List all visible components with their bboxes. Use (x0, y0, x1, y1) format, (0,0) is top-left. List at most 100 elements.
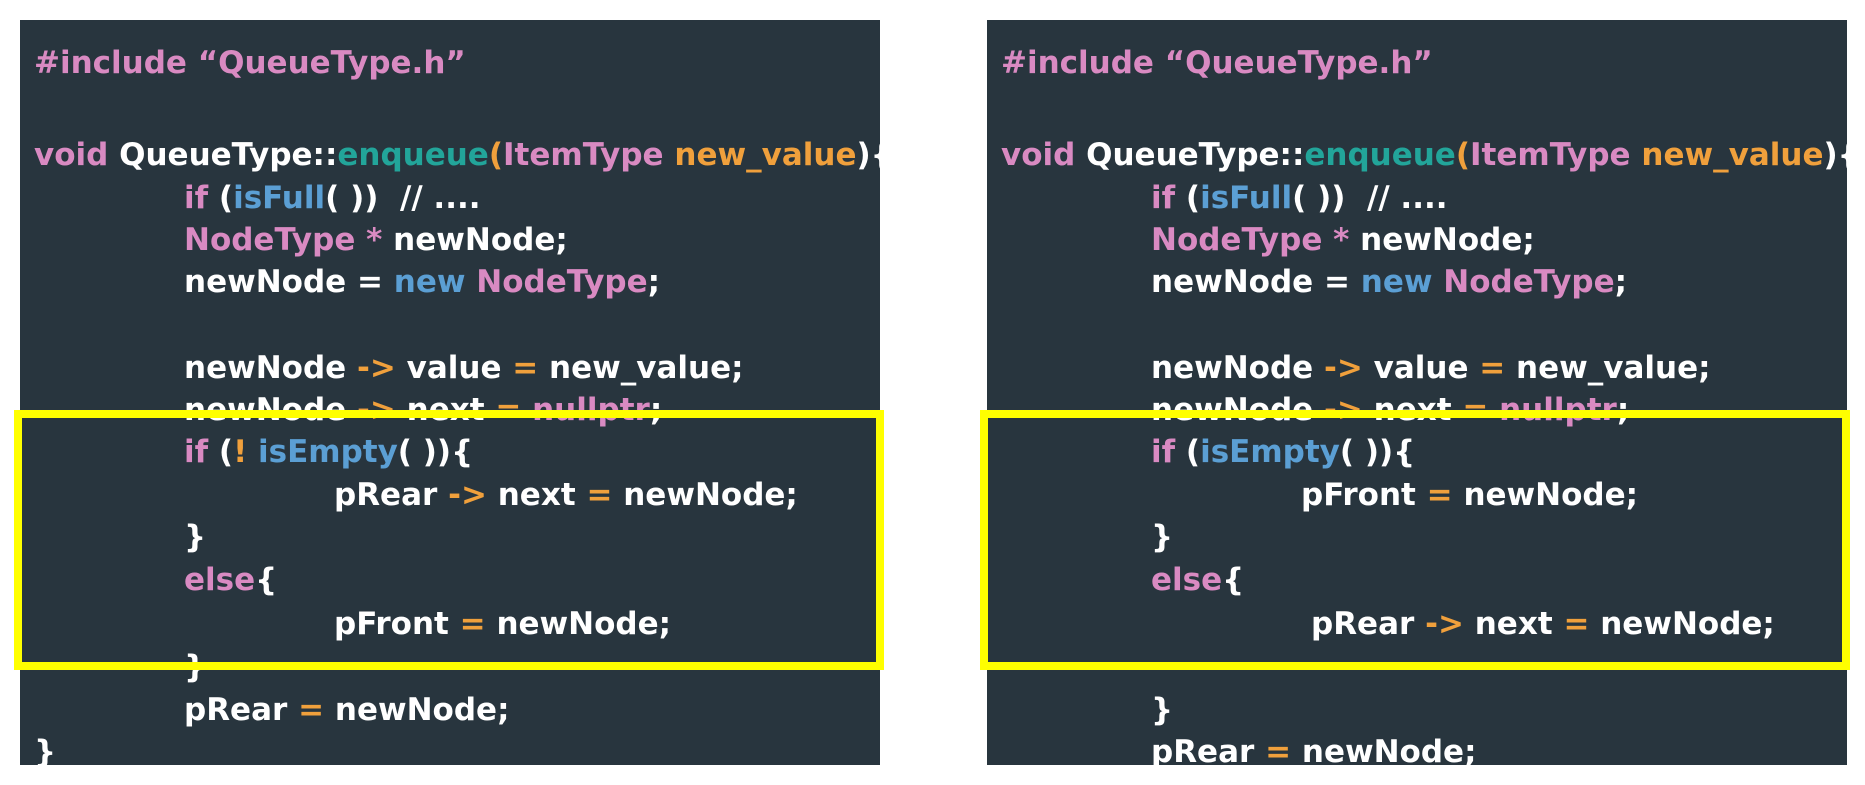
code-token: #include “QueueType.h” (1001, 45, 1433, 81)
code-token: ( )) // .... (1292, 180, 1448, 216)
code-token: newNode; (1360, 222, 1535, 258)
code-token: ( (488, 137, 504, 173)
code-token: QueueType:: (119, 137, 338, 173)
code-token: else (1151, 562, 1223, 598)
code-token: new_value (1641, 137, 1824, 173)
code-line: void QueueType::enqueue(ItemType new_val… (34, 135, 880, 175)
code-token: pFront (334, 606, 460, 642)
code-token: enqueue (1304, 137, 1456, 173)
code-token: nullptr (1499, 392, 1617, 428)
code-line: pRear = newNode; (1151, 732, 1476, 765)
code-token: } (34, 734, 57, 765)
code-line: else{ (184, 560, 277, 600)
code-token: ( (1185, 434, 1201, 470)
code-token: newNode = (1151, 264, 1361, 300)
code-token: = (1479, 350, 1517, 386)
code-token: pFront (1301, 477, 1427, 513)
code-line: #include “QueueType.h” (1001, 43, 1433, 83)
code-token: void (34, 137, 120, 173)
code-token: ; (1616, 392, 1630, 428)
code-token: next (1373, 392, 1463, 428)
code-token: value (406, 350, 513, 386)
code-token: = (459, 606, 497, 642)
code-token: pRear (334, 477, 449, 513)
code-token: next (406, 392, 496, 428)
code-token: newNode; (334, 692, 510, 728)
code-token: { (1222, 562, 1245, 598)
code-line: pRear -> next = newNode; (334, 475, 798, 515)
code-token: isFull (233, 180, 326, 216)
code-token: else (184, 562, 256, 598)
code-token: ; (649, 392, 663, 428)
code-token: { (255, 562, 278, 598)
code-line: pFront = newNode; (1301, 475, 1638, 515)
code-line: newNode -> value = new_value; (1151, 348, 1711, 388)
code-token: ItemType (1470, 137, 1642, 173)
code-token: } (1151, 519, 1174, 555)
code-token: NodeType (1443, 264, 1615, 300)
code-token: newNode (1151, 392, 1324, 428)
code-token: NodeType * (1151, 222, 1361, 258)
code-token: = (586, 477, 624, 513)
code-token: next (1474, 606, 1564, 642)
code-token: -> (356, 350, 407, 386)
code-token: -> (1425, 606, 1475, 642)
code-line: if (isFull( )) // .... (184, 178, 481, 218)
code-line: if (! isEmpty( )){ (184, 432, 473, 472)
code-token: enqueue (337, 137, 489, 173)
code-token: void (1001, 137, 1087, 173)
code-panel-right: #include “QueueType.h”void QueueType::en… (987, 20, 1847, 765)
code-line: pFront = newNode; (334, 604, 671, 644)
code-token: #include “QueueType.h” (34, 45, 466, 81)
code-token: = (1265, 734, 1302, 765)
code-line: NodeType * newNode; (184, 220, 568, 260)
code-token: next (497, 477, 587, 513)
code-line: else{ (1151, 560, 1244, 600)
code-token: newNode = (184, 264, 394, 300)
code-token: pRear (1311, 606, 1426, 642)
code-line: } (184, 517, 206, 557)
code-line: #include “QueueType.h” (34, 43, 466, 83)
code-token: NodeType * (184, 222, 394, 258)
code-token: newNode; (1301, 734, 1477, 765)
code-token: newNode; (623, 477, 798, 513)
code-token: ; (647, 264, 661, 300)
code-token: = (298, 692, 335, 728)
code-line: pRear -> next = newNode; (1311, 604, 1775, 644)
code-token: if (184, 434, 219, 470)
code-line: } (34, 732, 56, 765)
code-token: ( )) // .... (325, 180, 481, 216)
code-line: newNode -> next = nullptr; (184, 390, 662, 430)
code-token: new (393, 264, 477, 300)
code-token: ( (1455, 137, 1471, 173)
code-token: = (512, 350, 550, 386)
code-token: ; (1614, 264, 1628, 300)
code-panel-left: #include “QueueType.h”void QueueType::en… (20, 20, 880, 765)
code-token: } (184, 649, 207, 685)
code-token: isEmpty (258, 434, 398, 470)
code-token: ! (233, 434, 259, 470)
code-token: new (1360, 264, 1444, 300)
code-token: new_value (674, 137, 857, 173)
code-token: -> (1323, 350, 1374, 386)
code-line: newNode -> value = new_value; (184, 348, 744, 388)
code-token: new_value; (1516, 350, 1711, 386)
code-line: newNode = new NodeType; (1151, 262, 1627, 302)
code-token: newNode (1151, 350, 1324, 386)
code-token: = (1462, 392, 1500, 428)
code-token: ( (218, 180, 234, 216)
code-token: newNode; (1600, 606, 1775, 642)
code-line: } (1151, 690, 1173, 730)
code-token: if (1151, 180, 1186, 216)
code-token: ( )){ (1339, 434, 1416, 470)
code-token: NodeType (476, 264, 648, 300)
code-token: new_value; (549, 350, 744, 386)
code-token: pRear (1151, 734, 1266, 765)
code-token: newNode; (393, 222, 568, 258)
code-token: -> (1323, 392, 1374, 428)
code-token: nullptr (532, 392, 650, 428)
code-token: } (184, 519, 207, 555)
code-token: isFull (1200, 180, 1293, 216)
code-line: if (isEmpty( )){ (1151, 432, 1415, 472)
code-line: } (1151, 517, 1173, 557)
